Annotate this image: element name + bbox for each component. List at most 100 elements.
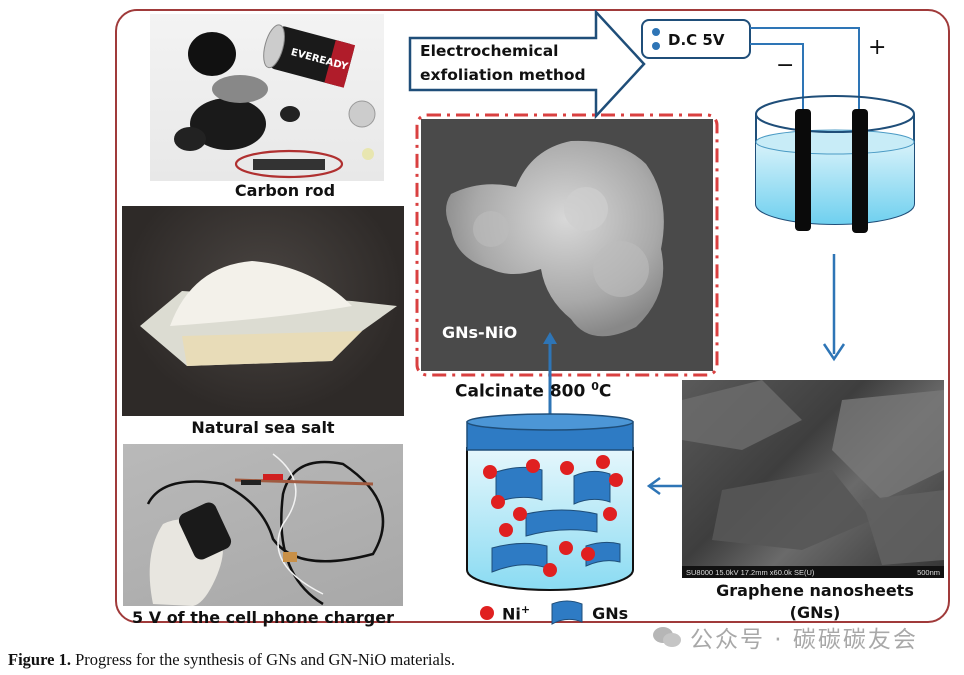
ni-ion <box>581 547 595 561</box>
sheet-facet <box>712 470 872 550</box>
negative-sign: − <box>776 53 794 78</box>
ni-ion <box>560 461 574 475</box>
graphene-label-line1: Graphene nanosheets <box>716 581 914 600</box>
power-supply-label: D.C 5V <box>668 31 725 49</box>
alligator-clip-red <box>263 474 283 480</box>
sem-info-bar: SU8000 15.0kV 17.2mm x60.0k SE(U) 500nm <box>682 566 944 578</box>
alligator-clip-black <box>241 480 261 485</box>
ni-ion <box>609 473 623 487</box>
texture-blob <box>473 211 509 247</box>
connector-block <box>283 552 297 562</box>
ni-legend-marker <box>480 606 494 620</box>
charger-illustration <box>146 453 385 606</box>
calcinate-label: Calcinate 800 0C <box>455 380 611 402</box>
gns-sheet <box>573 470 611 505</box>
positive-wire <box>750 27 860 129</box>
ni-ion <box>483 465 497 479</box>
ni-ion <box>526 459 540 473</box>
left-arrow-head <box>646 476 661 496</box>
exfoliation-arrow-shape <box>408 10 646 120</box>
sea-salt-photo <box>122 206 404 416</box>
salt-pile <box>170 261 352 326</box>
carbon-powder-pile <box>280 106 300 122</box>
gns-nio-dashed-border <box>415 113 719 377</box>
ni-ion <box>559 541 573 555</box>
cathode-electrode <box>795 109 811 231</box>
ni-ion <box>513 507 527 521</box>
sem-scale-bar: 500nm <box>917 567 940 577</box>
figure-frame <box>115 9 950 623</box>
charger-photo <box>123 444 403 606</box>
graphene-label-line2: (GNs) <box>789 603 841 622</box>
beaker-rim <box>755 95 915 133</box>
ni-ion <box>596 455 610 469</box>
carbon-powder-pile <box>174 127 206 151</box>
negative-wire <box>750 43 804 129</box>
carbon-rod-illustration: EVEREADY <box>174 24 376 179</box>
calcinate-degree: 0 <box>591 380 599 393</box>
gns-sheet <box>525 509 598 537</box>
figure-caption: Figure 1. Progress for the synthesis of … <box>8 650 455 670</box>
caption-text: Progress for the synthesis of GNs and GN… <box>70 650 455 669</box>
calcinate-text: Calcinate 800 <box>455 381 592 402</box>
sea-salt-label: Natural sea salt <box>191 418 335 437</box>
white-wire <box>272 453 324 595</box>
ni-ion <box>543 563 557 577</box>
charger-label: 5 V of the cell phone charger <box>132 608 394 627</box>
ni-ion <box>603 507 617 521</box>
gns-sheet <box>495 466 543 503</box>
battery-cap <box>348 100 376 128</box>
sheet-facet <box>682 380 802 450</box>
charger-cable <box>146 460 385 606</box>
exfoliation-label-line1: Electrochemical <box>420 42 559 60</box>
ni-legend-text: Ni <box>502 604 521 624</box>
sem-info-text: SU8000 15.0kV 17.2mm x60.0k SE(U) <box>686 567 815 577</box>
carbon-powder-pile <box>188 32 236 76</box>
up-arrow-head <box>543 332 557 344</box>
carbon-rod-photo: EVEREADY <box>150 14 384 181</box>
watermark: 公众号 · 碳碳碳友会 <box>652 620 918 654</box>
anode-electrode <box>852 109 868 233</box>
graphene-sem-image: SU8000 15.0kV 17.2mm x60.0k SE(U) 500nm <box>682 380 944 578</box>
exfoliation-arrow <box>408 10 646 120</box>
carbon-powder-pile <box>190 98 266 150</box>
legend: Ni+ GNs <box>480 600 628 626</box>
washer <box>362 148 374 160</box>
gns-nio-particle <box>446 140 664 337</box>
exfoliation-label-line2: exfoliation method <box>420 66 586 84</box>
electrolysis-setup: D.C 5V − + <box>641 19 915 362</box>
power-supply-box <box>641 19 751 59</box>
ni-ions <box>483 455 623 577</box>
figure-number: Figure 1. <box>8 650 71 669</box>
terminal-dot <box>652 28 660 36</box>
watermark-text: 公众号 · 碳碳碳友会 <box>690 627 918 653</box>
terminal-dot <box>652 42 660 50</box>
charger-adapter <box>178 502 232 560</box>
graphene-sheets <box>682 380 944 565</box>
texture-blob <box>593 241 649 297</box>
ni-ion <box>491 495 505 509</box>
dash-dot-frame <box>415 113 719 377</box>
electrolyte-surface <box>755 129 915 155</box>
left-arrow <box>646 476 684 496</box>
ni-ion <box>499 523 513 537</box>
weighing-boat-side <box>182 331 362 366</box>
gns-legend-marker <box>551 600 583 625</box>
sheet-facet <box>832 390 944 500</box>
gns-sheets <box>491 466 621 573</box>
sea-salt-illustration <box>140 261 397 366</box>
battery-icon: EVEREADY <box>263 24 356 88</box>
gns-sheet <box>585 541 621 567</box>
texture-blob <box>564 187 608 231</box>
sheet-facet <box>862 490 944 565</box>
carbon-rod-label: Carbon rod <box>234 181 336 200</box>
positive-sign: + <box>868 35 886 60</box>
ni-legend-sup: + <box>520 602 531 616</box>
down-arrow-head <box>822 343 846 362</box>
battery-shell-fragment <box>212 75 268 103</box>
carbon-rod-highlight-ellipse <box>234 149 344 179</box>
carbon-rod <box>253 159 325 170</box>
ni-legend-label: Ni+ <box>502 603 530 623</box>
mixing-beaker <box>466 413 634 591</box>
gns-legend-label: GNs <box>592 603 629 623</box>
